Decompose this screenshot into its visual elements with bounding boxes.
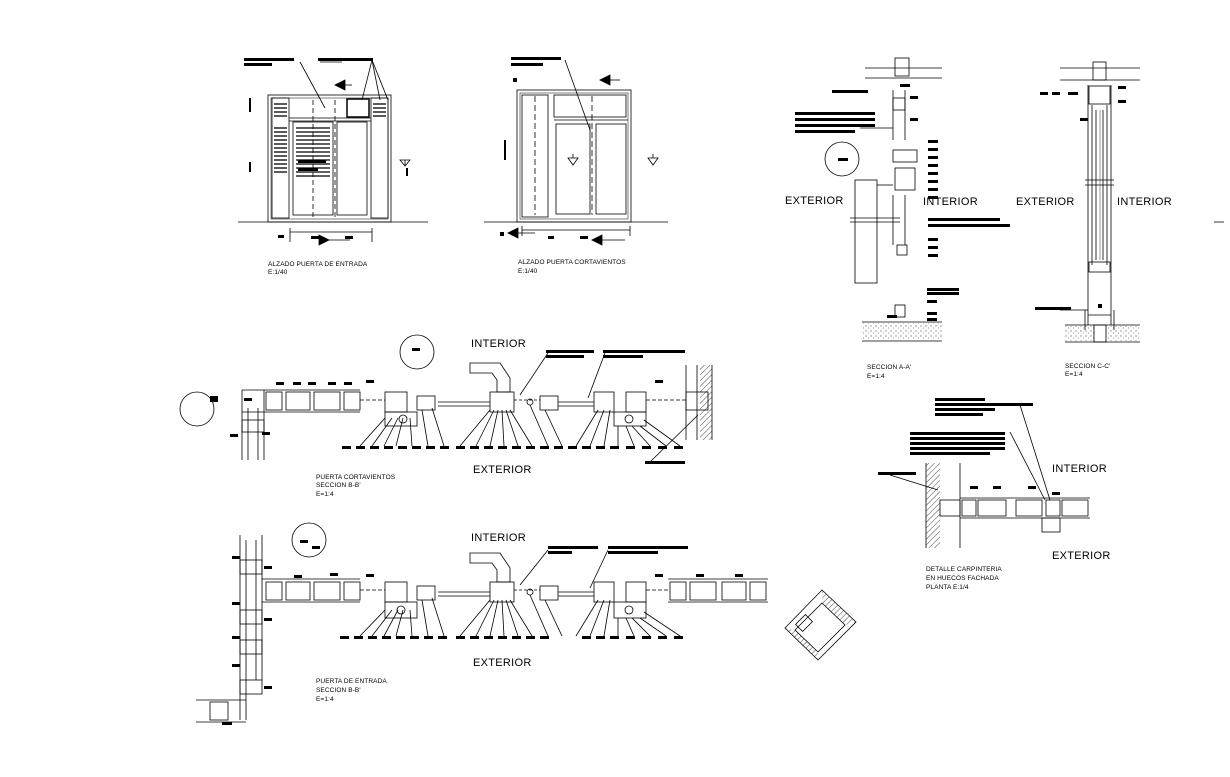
wall-hatch: [822, 590, 856, 625]
detalle-interior-label: INTERIOR: [1052, 463, 1107, 475]
wall-hatch: [785, 628, 818, 660]
detalle-carpinteria: [889, 404, 1090, 548]
plan-cortavientos-exterior-label: EXTERIOR: [473, 464, 532, 476]
elevation-entrada-tags: [244, 58, 373, 239]
plan-cortavientos: [179, 334, 713, 463]
plan-entrada-exterior-label: EXTERIOR: [473, 657, 532, 669]
plan-entrada-scale: E=1:4: [316, 696, 334, 703]
section-cc-exterior-label: EXTERIOR: [1016, 196, 1075, 208]
plan-cortavientos-title: PUERTA CORTAVIENTOS: [316, 474, 396, 481]
section-cc-title: SECCION C-C': [1065, 363, 1111, 370]
section-aa-tags: [795, 84, 1010, 321]
plan-entrada-tags: [222, 540, 743, 725]
section-cc-tags: [1035, 86, 1126, 310]
elevation-cortavientos-title: ALZADO PUERTA CORTAVIENTOS: [518, 259, 626, 266]
detalle-tags: [878, 398, 1060, 495]
plan-cortavientos-interior-label: INTERIOR: [471, 338, 526, 350]
wall-hatch: [926, 463, 940, 548]
section-cc: [1060, 61, 1140, 343]
detalle-title-line1: DETALLE CARPINTERIA: [926, 566, 1002, 573]
section-cc-scale: E=1:4: [1065, 371, 1083, 378]
wall-hatch: [700, 365, 712, 440]
section-aa-title: SECCION A-A': [867, 364, 912, 371]
elevation-cortavientos: [484, 59, 668, 246]
plan-cortavientos-tags: [210, 348, 685, 464]
section-aa-exterior-label: EXTERIOR: [785, 195, 844, 207]
section-aa-scale: E=1:4: [867, 373, 885, 380]
detalle-title-line2: EN HUECOS FACHADA: [926, 575, 999, 582]
section-aa: [824, 57, 942, 342]
plan-entrada-section: SECCION B-B': [316, 687, 361, 694]
section-cc-interior-label: INTERIOR: [1117, 196, 1172, 208]
elevation-entrada-scale: E:1/40: [268, 269, 288, 276]
floor-hatch: [1106, 326, 1140, 341]
floor-hatch: [1065, 326, 1094, 341]
elevation-cortavientos-tags: [500, 57, 588, 239]
section-aa-interior-label: INTERIOR: [923, 196, 978, 208]
elevation-cortavientos-scale: E:1/40: [518, 268, 538, 275]
floor-hatch: [862, 323, 942, 340]
plan-entrada: [196, 522, 857, 723]
plan-entrada-title: PUERTA DE ENTRADA: [316, 678, 387, 685]
plan-cortavientos-scale: E=1:4: [316, 491, 334, 498]
plan-cortavientos-section: SECCION B-B': [316, 482, 361, 489]
elevation-entrada: [238, 59, 428, 246]
detalle-exterior-label: EXTERIOR: [1052, 550, 1111, 562]
elevation-entrada-title: ALZADO PUERTA DE ENTRADA: [268, 261, 368, 268]
plan-entrada-interior-label: INTERIOR: [471, 532, 526, 544]
detalle-title-line3: PLANTA E:1/4: [926, 584, 969, 591]
